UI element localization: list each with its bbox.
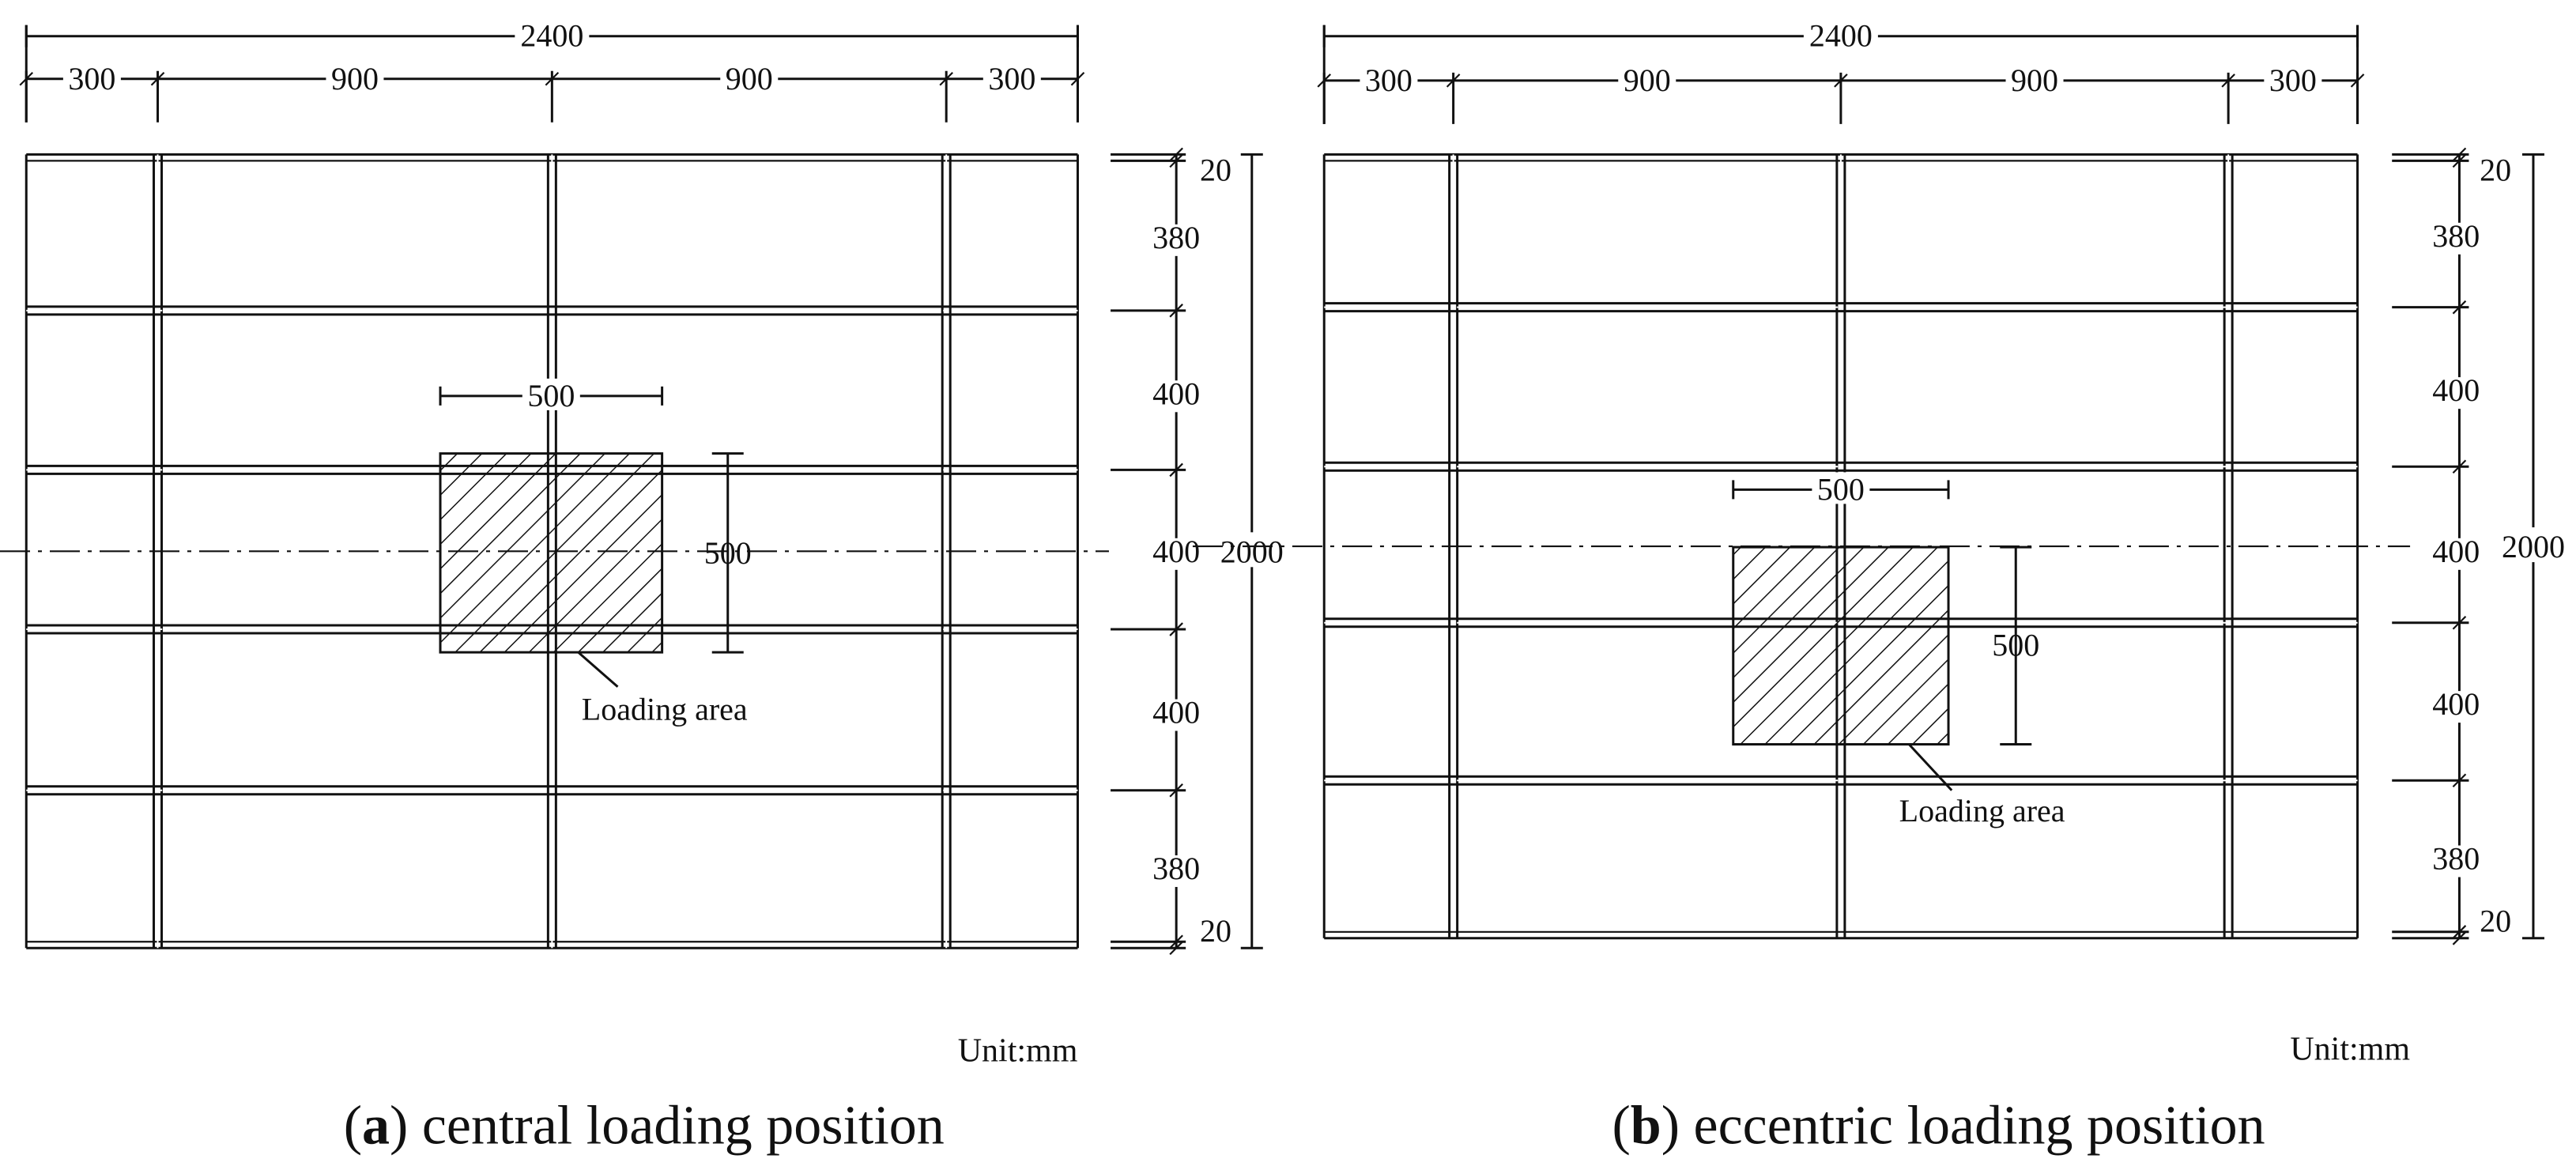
label-gap [326,61,384,93]
dimension-tick [1169,783,1183,798]
label-gap [1803,18,1878,51]
label-gap [62,61,121,93]
unit-label: Unit:mm [2290,1032,2410,1068]
dimension-tick [939,71,953,86]
caption-letter: b [1631,1096,1661,1157]
right-segment-label: 400 [2432,686,2480,722]
dimension-tick [1169,153,1183,168]
label-gap [515,18,590,51]
label-gap [1156,380,1197,413]
label-gap [1156,699,1197,731]
dimension-tick [2452,300,2467,315]
right-segment-label: 20 [2480,153,2511,188]
label-gap [2435,377,2477,410]
top-segment-label: 900 [2011,62,2058,98]
dimension-tick [1169,941,1183,956]
label-gap [2495,527,2571,563]
dimension-tick [2452,459,2467,474]
right-segment-label: 400 [1152,695,1200,730]
label-gap [1812,472,1870,504]
loading-area-label: Loading area [582,691,748,727]
panel-caption: (b) eccentric loading position [1612,1096,2265,1157]
load-dim-v-label: 500 [1992,627,2039,662]
caption-paren: ) [1661,1096,1680,1157]
top-segment-label: 900 [1624,62,1671,98]
unit-label: Unit:mm [958,1033,1078,1070]
load-dim-v-label: 500 [704,535,752,571]
label-gap [1618,62,1676,95]
top-segment-label: 300 [1365,62,1412,98]
right-segment-label: 400 [2432,372,2480,408]
right-total-label: 2000 [1220,534,1284,569]
top-segment-label: 900 [331,61,379,96]
right-segment-label: 20 [1200,913,1231,949]
caption-letter: a [362,1096,390,1157]
dimension-tick [545,71,560,86]
label-gap [2264,62,2322,95]
top-segment-label: 300 [68,61,115,96]
dimension-tick [1169,147,1183,162]
caption-text: eccentric loading position [1680,1096,2265,1157]
loading-area-label: Loading area [1899,793,2065,828]
caption-paren: ( [1612,1096,1630,1157]
label-gap [1156,538,1197,570]
right-segment-label: 400 [2432,534,2480,569]
top-segment-label: 300 [988,61,1035,96]
dimension-tick [2452,931,2467,945]
dimension-tick [1446,74,1461,88]
caption-paren: ) [390,1096,408,1157]
right-segment-label: 20 [1200,153,1231,188]
label-gap [522,378,580,410]
dimension-tick [2221,74,2235,88]
dimension-tick [2452,773,2467,788]
dimension-tick [2452,615,2467,630]
right-segment-label: 20 [2480,903,2511,938]
right-segment-label: 380 [2432,218,2480,254]
top-total-label: 2400 [520,18,583,54]
dimension-tick [1169,462,1183,477]
loading-area [1732,545,1950,746]
right-total-label: 2000 [2502,529,2565,564]
label-gap [1156,855,1197,887]
label-gap [1360,62,1418,95]
label-gap [720,61,779,93]
dimension-tick [1169,934,1183,949]
dimension-tick [2452,147,2467,162]
dimension-tick [1169,304,1183,318]
label-gap [1213,532,1290,568]
label-gap [1156,224,1197,256]
label-gap [2435,691,2477,723]
label-gap [2435,845,2477,878]
dimension-tick [1834,74,1848,88]
caption-paren: ( [344,1096,362,1157]
right-segment-label: 400 [1152,534,1200,569]
right-segment-label: 400 [1152,376,1200,411]
top-total-label: 2400 [1809,18,1873,54]
label-gap [2435,538,2477,570]
dimension-tick [2452,153,2467,168]
right-segment-label: 380 [1152,220,1200,255]
panel-caption: (a) central loading position [344,1096,945,1157]
loading-area [439,452,664,654]
loading-area-leader [577,651,619,688]
caption-text: central loading position [408,1096,944,1157]
dimension-tick [2452,925,2467,939]
load-dim-h-label: 500 [1817,471,1865,507]
load-dim-h-label: 500 [527,378,575,413]
right-segment-label: 380 [2432,840,2480,876]
label-gap [2435,222,2477,255]
right-segment-label: 380 [1152,851,1200,886]
label-gap [983,61,1041,93]
label-gap [2005,62,2064,95]
dimension-tick [1169,622,1183,636]
dimension-tick [150,71,165,86]
top-segment-label: 900 [726,61,773,96]
top-segment-label: 300 [2269,62,2317,98]
loading-area-leader [1908,743,1953,791]
